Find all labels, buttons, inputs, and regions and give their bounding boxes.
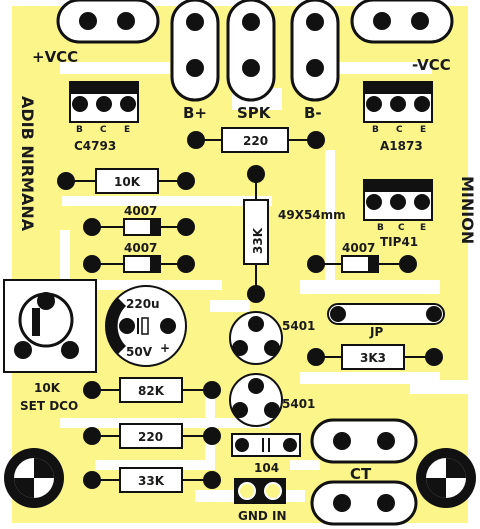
c4793-pin-b: B <box>76 125 83 135</box>
resistor-3k3 <box>307 344 443 370</box>
r82k-label: 82K <box>138 384 165 398</box>
tip41-pin-e: E <box>420 223 426 233</box>
a1873-label: A1873 <box>380 139 423 153</box>
ct-label: CT <box>350 465 372 483</box>
electrolytic-capacitor <box>105 285 187 367</box>
gnd-in-label: GND IN <box>238 509 287 523</box>
trimmer-value: 10K <box>34 381 61 395</box>
jumper-label: JP <box>369 325 383 339</box>
transistor-a1873 <box>363 81 433 123</box>
diode-4007-c <box>307 255 417 273</box>
a1873-pin-c: C <box>396 125 403 135</box>
vcc-pos-terminal <box>56 0 160 44</box>
elco-plus: + <box>160 341 170 355</box>
spk-label: SPK <box>237 104 272 122</box>
r33k-vert-label: 33K <box>251 227 265 254</box>
tip41-pin-b: B <box>377 223 384 233</box>
b-minus-terminal <box>290 0 340 102</box>
ct-terminal <box>310 418 418 526</box>
spk-terminal <box>226 0 276 102</box>
mounting-hole-right <box>416 448 476 508</box>
trimmer-label: SET DCO <box>20 399 78 413</box>
diode-4007-b <box>83 255 195 273</box>
brand-right: MINION <box>458 176 477 244</box>
vcc-neg-label: -VCC <box>412 56 451 74</box>
d2-label: 4007 <box>124 241 157 255</box>
gnd-in-connector <box>234 478 286 504</box>
r220-low-label: 220 <box>138 430 163 444</box>
d3-label: 4007 <box>342 241 375 255</box>
b-plus-terminal <box>170 0 220 102</box>
a1873-pin-e: E <box>420 125 426 135</box>
trimmer-pot-10k <box>3 279 97 373</box>
a1873-pin-b: B <box>372 125 379 135</box>
board-size-label: 49X54mm <box>278 208 346 222</box>
c4793-pin-c: C <box>100 125 107 135</box>
resistor-220-top <box>187 127 325 153</box>
resistor-33k-vertical <box>243 165 269 303</box>
transistor-c4793 <box>69 81 139 123</box>
vcc-pos-label: +VCC <box>32 48 78 66</box>
elco-voltage: 50V <box>126 345 153 359</box>
tip41-pin-c: C <box>398 223 405 233</box>
r10k-label: 10K <box>114 175 141 189</box>
q2-label: 5401 <box>282 397 315 411</box>
r33k-low-label: 33K <box>138 474 165 488</box>
mounting-hole-left <box>4 448 64 508</box>
c4793-label: C4793 <box>74 139 116 153</box>
elco-value: 220u <box>126 297 160 311</box>
vcc-neg-terminal <box>350 0 454 44</box>
transistor-5401-upper <box>229 311 283 365</box>
jumper-jp <box>327 303 445 325</box>
q1-label: 5401 <box>282 319 315 333</box>
d1-label: 4007 <box>124 204 157 218</box>
tip41-label: TIP41 <box>380 235 418 249</box>
b-minus-label: B- <box>304 104 322 122</box>
diode-4007-a <box>83 218 195 236</box>
brand-left: ADIB NIRMANA <box>18 96 37 232</box>
resistor-33k-low <box>83 467 221 493</box>
ceramic-capacitor-104 <box>231 433 301 457</box>
c4793-pin-e: E <box>124 125 130 135</box>
r3k3-label: 3K3 <box>360 351 386 365</box>
resistor-82k <box>83 377 221 403</box>
transistor-5401-lower <box>229 373 283 427</box>
r220-top-label: 220 <box>243 134 268 148</box>
ceramic-label: 104 <box>254 461 279 475</box>
transistor-tip41 <box>363 179 433 221</box>
resistor-220-low <box>83 423 221 449</box>
resistor-10k <box>57 168 195 194</box>
b-plus-label: B+ <box>183 104 207 122</box>
